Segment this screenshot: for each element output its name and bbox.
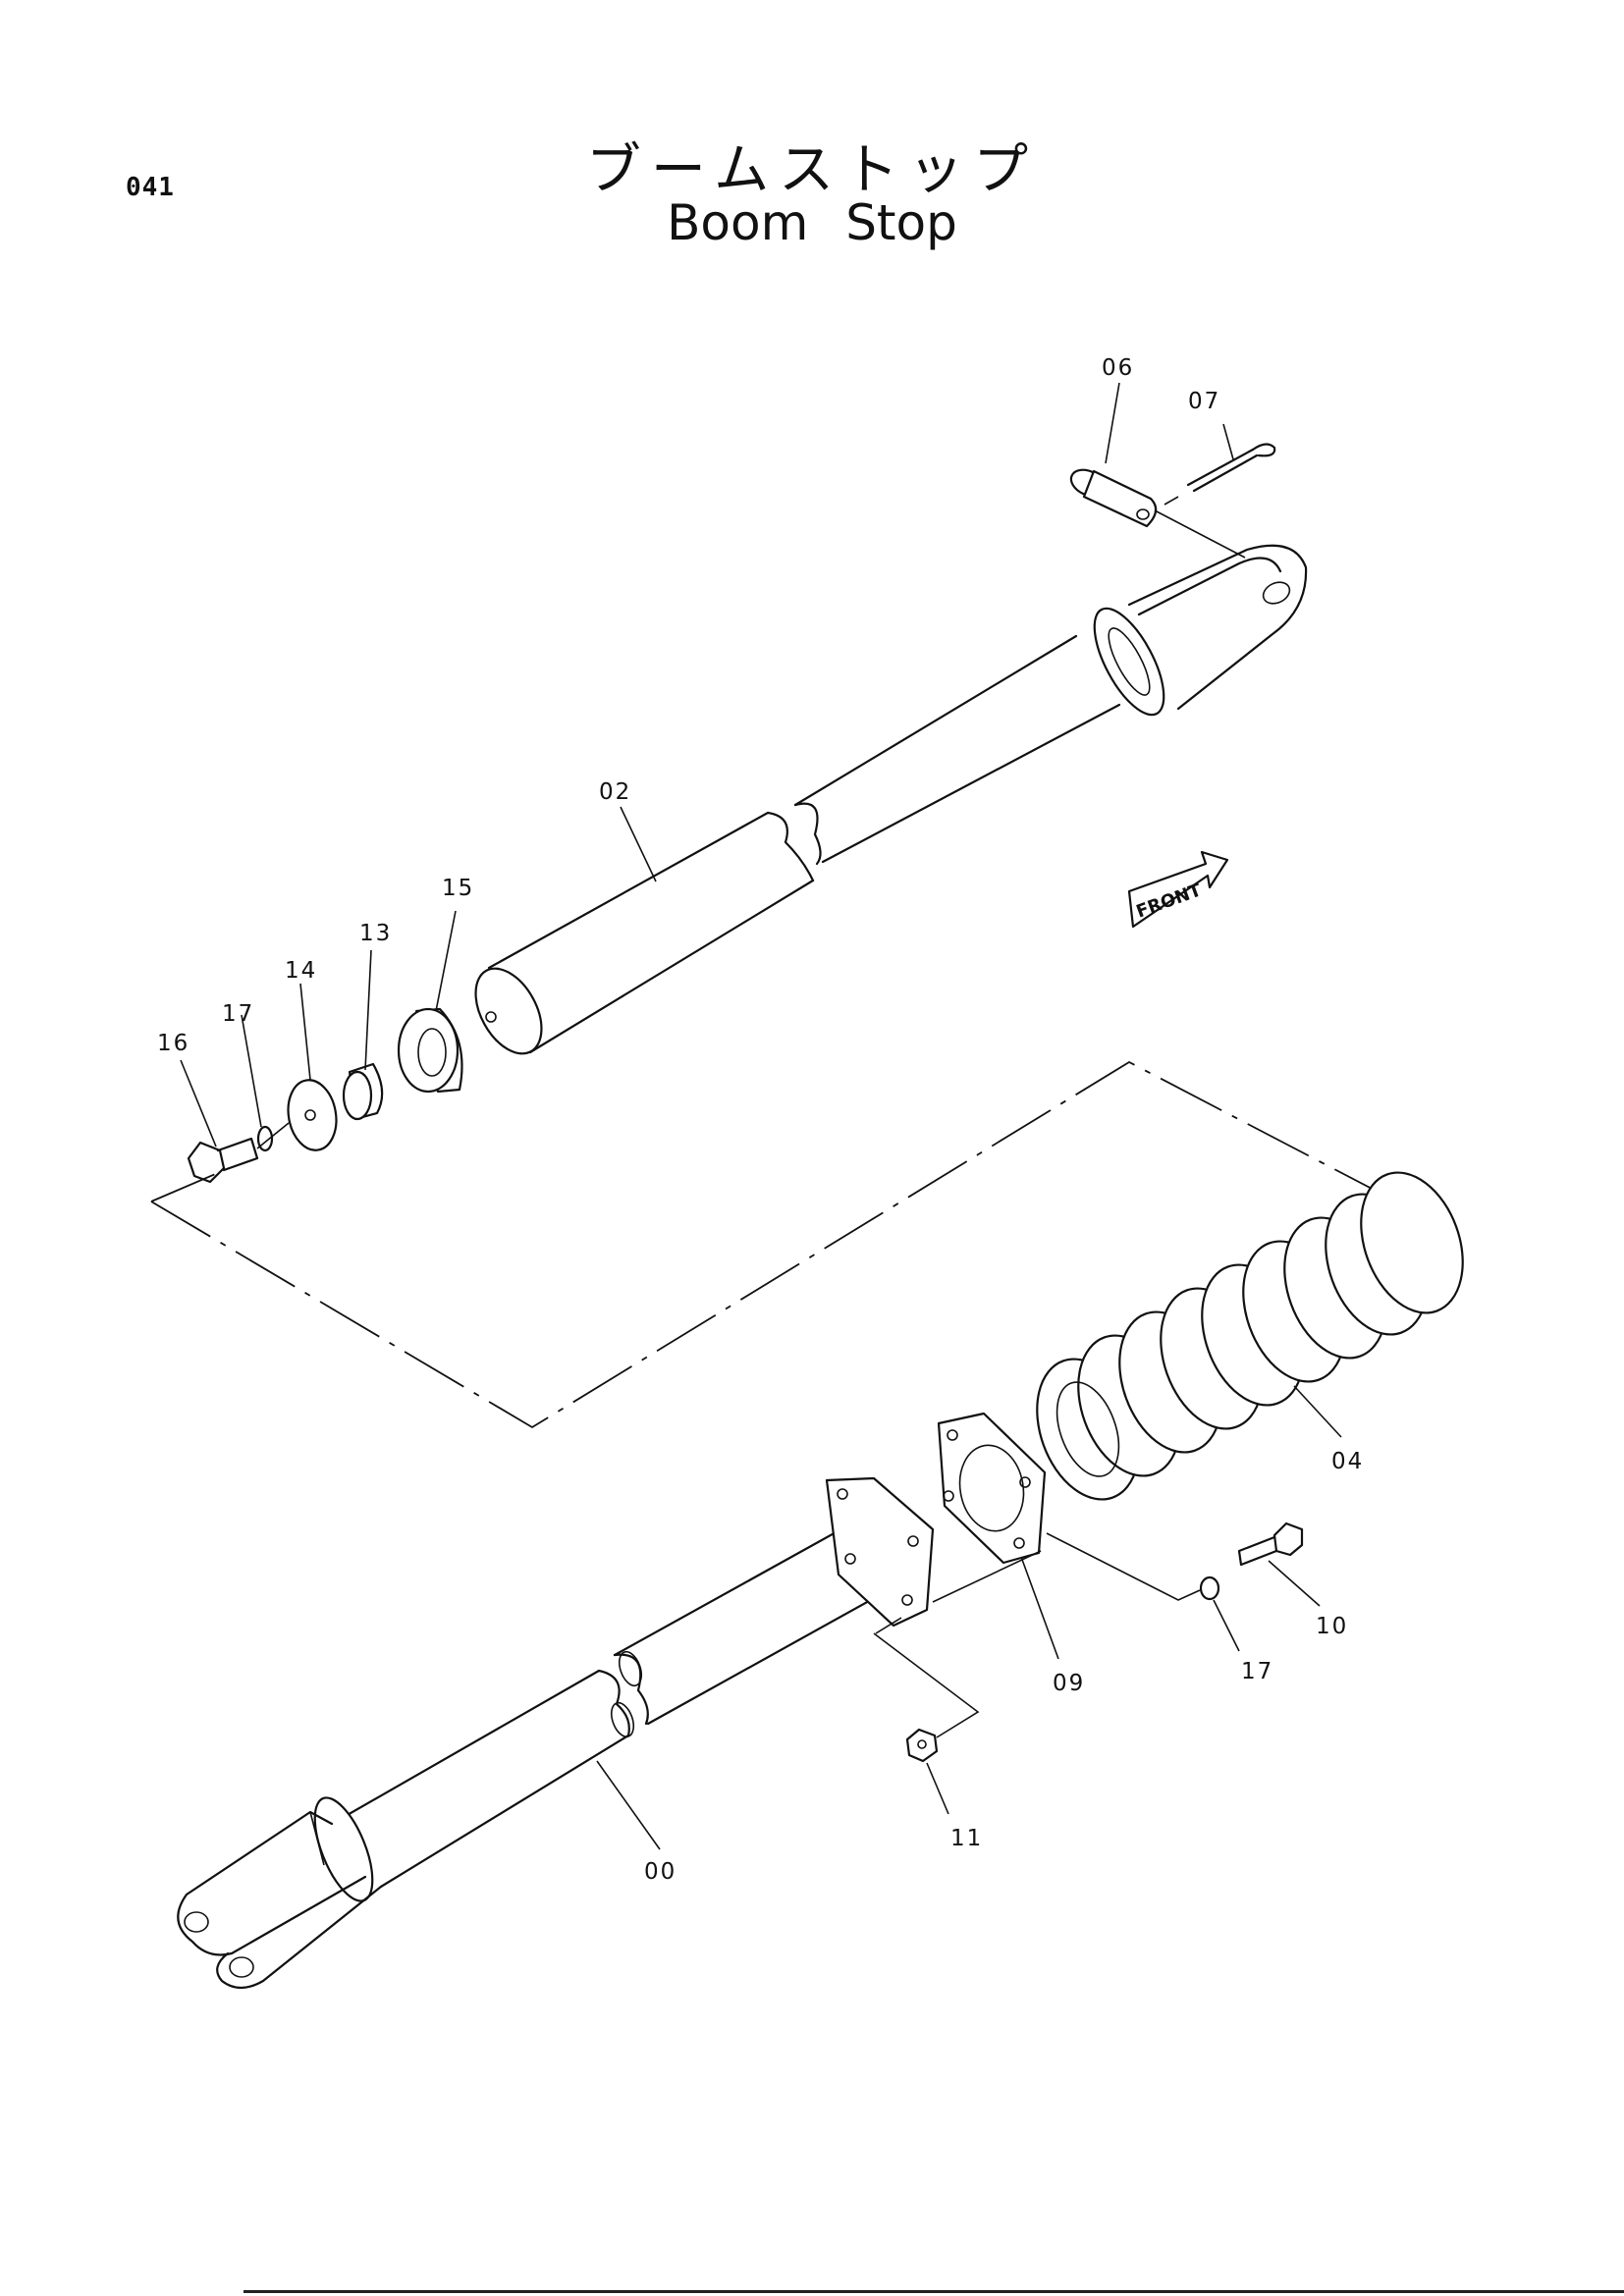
callout-11: 11 bbox=[950, 1826, 983, 1851]
pin-part bbox=[1069, 468, 1246, 559]
callout-13: 13 bbox=[359, 921, 392, 946]
callout-02: 02 bbox=[599, 779, 631, 805]
callout-17-lower: 17 bbox=[1241, 1659, 1273, 1684]
callout-16: 16 bbox=[157, 1031, 189, 1056]
callout-04: 04 bbox=[1331, 1449, 1364, 1474]
callout-09: 09 bbox=[1053, 1671, 1085, 1696]
washer-part bbox=[287, 1079, 338, 1151]
lower-tube-part bbox=[177, 1476, 935, 1990]
upper-rod-part bbox=[474, 544, 1308, 1055]
page-code: 041 bbox=[126, 173, 175, 202]
callout-00: 00 bbox=[644, 1859, 677, 1885]
spring-washer-lower-part bbox=[1199, 1575, 1220, 1601]
callout-10: 10 bbox=[1316, 1614, 1348, 1639]
plate-part bbox=[937, 1412, 1047, 1565]
page-title-japanese: ブームストップ bbox=[585, 138, 1039, 202]
bolt-upper-part bbox=[187, 1137, 259, 1184]
cotter-pin-part bbox=[1164, 443, 1276, 506]
front-direction-arrow: FRONT bbox=[1127, 850, 1229, 929]
collar-part bbox=[342, 1062, 384, 1121]
callout-07: 07 bbox=[1188, 389, 1220, 414]
bottom-rule bbox=[244, 2290, 1624, 2293]
spring-part bbox=[1036, 1171, 1464, 1501]
stopper-part bbox=[397, 1007, 463, 1094]
callout-17-upper: 17 bbox=[222, 1001, 254, 1027]
nut-part bbox=[905, 1728, 939, 1763]
callout-06: 06 bbox=[1102, 355, 1134, 381]
page-title-english: Boom Stop bbox=[667, 194, 957, 251]
callout-14: 14 bbox=[285, 958, 317, 984]
bolt-lower-part bbox=[1237, 1522, 1304, 1567]
callout-15: 15 bbox=[442, 876, 474, 901]
